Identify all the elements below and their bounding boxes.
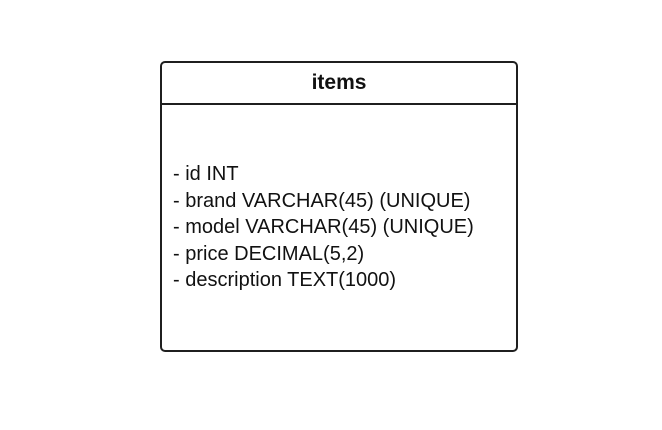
entity-box-items[interactable]: items - id INT - brand VARCHAR(45) (UNIQ… (160, 61, 518, 352)
attribute-brand: - brand VARCHAR(45) (UNIQUE) (173, 189, 471, 212)
attribute-price: - price DECIMAL(5,2) (173, 242, 365, 265)
attribute-description: - description TEXT(1000) (173, 269, 397, 291)
attribute-id: - id INT (173, 163, 239, 185)
entity-attributes: - id INT - brand VARCHAR(45) (UNIQUE) - … (173, 161, 510, 294)
attribute-list: - id INT - brand VARCHAR(45) (UNIQUE) - … (173, 161, 510, 294)
entity-header: items (162, 63, 516, 105)
entity-title: items (311, 70, 367, 94)
attribute-model: - model VARCHAR(45) (UNIQUE) (173, 216, 474, 238)
